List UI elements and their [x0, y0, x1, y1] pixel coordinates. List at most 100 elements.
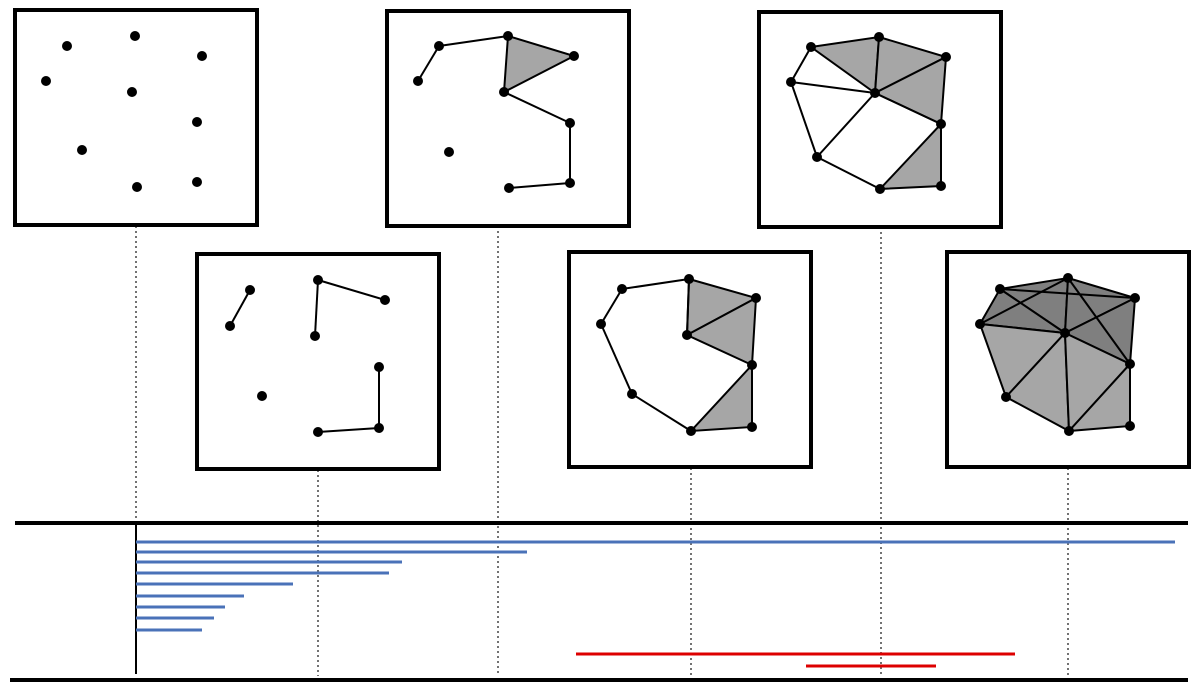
edge [508, 182, 571, 189]
vertex [812, 152, 822, 162]
vertex [503, 31, 513, 41]
stage-5-panel [757, 10, 1003, 229]
edge [816, 156, 881, 190]
edge [631, 393, 692, 432]
triangle-face [688, 362, 753, 433]
edge [1067, 277, 1131, 365]
stage-5-edges [790, 46, 942, 190]
stage-1-frame [13, 8, 259, 227]
edge [600, 323, 633, 395]
stage-6-panel [945, 250, 1191, 469]
barcode [10, 521, 1188, 682]
vertex [1001, 392, 1011, 402]
vertex [870, 88, 880, 98]
edge [317, 427, 380, 433]
blue-bars [136, 540, 1175, 632]
vertex [257, 391, 267, 401]
stage-5-points [786, 32, 951, 194]
vertex [192, 177, 202, 187]
vertex [565, 118, 575, 128]
edge [317, 279, 386, 301]
triangle-face [877, 121, 942, 191]
stage-2-points [225, 275, 390, 437]
vertex [874, 32, 884, 42]
vertex [192, 117, 202, 127]
vertex [313, 427, 323, 437]
vertex [127, 87, 137, 97]
vertex [132, 182, 142, 192]
vertex [875, 184, 885, 194]
edge [417, 45, 440, 82]
vertex [1060, 328, 1070, 338]
vertex [686, 426, 696, 436]
triangle-face [684, 296, 758, 367]
stage-4-edges [600, 278, 692, 432]
vertex [682, 330, 692, 340]
edge [979, 277, 1069, 325]
vertex [569, 51, 579, 61]
edge [229, 289, 251, 327]
vertex [225, 321, 235, 331]
red-bars [576, 652, 1015, 668]
edge [790, 46, 812, 83]
vertex [374, 423, 384, 433]
vertex [786, 77, 796, 87]
vertex [565, 178, 575, 188]
vertex [197, 51, 207, 61]
vertex [444, 147, 454, 157]
stage-1-points [41, 31, 207, 192]
vertex [941, 52, 951, 62]
vertex [245, 285, 255, 295]
vertex [617, 284, 627, 294]
vertex [130, 31, 140, 41]
vertex [1130, 293, 1140, 303]
edge [790, 81, 876, 94]
vertex [77, 145, 87, 155]
edge [438, 35, 509, 47]
edge [314, 279, 319, 337]
stage-6-faces-light [978, 322, 1132, 434]
vertex [596, 319, 606, 329]
edge [503, 91, 571, 124]
vertex [975, 319, 985, 329]
stage-6-points [975, 273, 1140, 436]
vertex [434, 41, 444, 51]
stage-3-points [413, 31, 579, 193]
edge [686, 278, 690, 336]
stage-1-panel [13, 8, 259, 227]
vertex [995, 284, 1005, 294]
stage-2-edges [229, 279, 386, 433]
vertex [41, 76, 51, 86]
stage-3-panel [385, 9, 631, 228]
vertex [747, 422, 757, 432]
vertex [62, 41, 72, 51]
vertex [1064, 426, 1074, 436]
triangle-face [1066, 361, 1131, 433]
edge [874, 92, 942, 125]
vertex [1063, 273, 1073, 283]
vertex [499, 87, 509, 97]
edge [621, 278, 690, 290]
stage-4-panel [567, 250, 813, 469]
vertex [310, 331, 320, 341]
vertex [936, 181, 946, 191]
vertex [504, 183, 514, 193]
stage-3-edges [417, 35, 571, 189]
vertex [413, 76, 423, 86]
vertex [1125, 359, 1135, 369]
vertex [1125, 421, 1135, 431]
vertex [806, 42, 816, 52]
triangle-face [502, 34, 577, 94]
vertex [313, 275, 323, 285]
stage-4-faces [684, 277, 759, 433]
vertex [627, 389, 637, 399]
edge [600, 288, 623, 325]
vertex [751, 293, 761, 303]
edge [999, 288, 1136, 299]
vertex [380, 295, 390, 305]
stage-6-edges [979, 277, 1136, 365]
edge [790, 81, 818, 158]
vertex [374, 362, 384, 372]
stage-4-points [596, 274, 761, 436]
